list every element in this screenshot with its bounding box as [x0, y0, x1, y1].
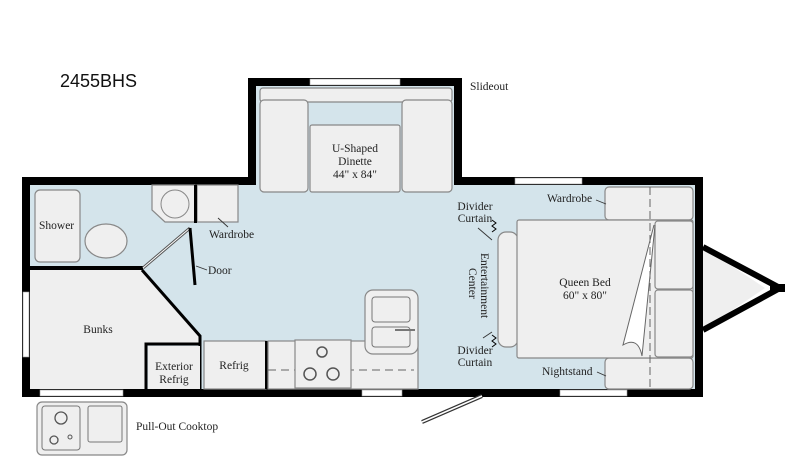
- divider-curtain-label: Curtain: [458, 357, 493, 369]
- dinette-size: 44" x 84": [333, 169, 377, 181]
- refrig-label: Refrig: [219, 360, 249, 372]
- bathroom: [30, 184, 239, 286]
- entertainment-center-label: Center: [466, 268, 478, 299]
- bunks: [30, 269, 202, 389]
- door-label: Door: [208, 265, 232, 277]
- windows: [22, 78, 628, 397]
- pull-out-cooktop: [36, 401, 128, 456]
- model-name: 2455BHS: [60, 71, 137, 91]
- nightstand-label: Nightstand: [542, 366, 593, 378]
- dinette-label: U-Shaped: [332, 143, 378, 155]
- exterior-refrig-label: Exterior: [155, 361, 193, 373]
- divider-curtain-label: Curtain: [458, 213, 493, 225]
- kitchen: [203, 289, 419, 390]
- dinette: [259, 87, 453, 193]
- bunks-label: Bunks: [83, 324, 113, 336]
- queen-bed-size: 60" x 80": [563, 290, 607, 302]
- dinette-label: Dinette: [338, 156, 372, 168]
- divider-curtain-label: Divider: [457, 345, 492, 357]
- entry-door: [421, 394, 483, 424]
- entertainment-center-label: Entertainment: [478, 253, 490, 319]
- slideout-label: Slideout: [470, 81, 509, 93]
- wardrobe-rear-label: Wardrobe: [547, 193, 592, 205]
- pull-out-cooktop-label: Pull-Out Cooktop: [136, 421, 218, 433]
- divider-curtain-label: Divider: [457, 201, 492, 213]
- bedroom: [491, 186, 694, 390]
- wardrobe-front-label: Wardrobe: [209, 229, 254, 241]
- shower-label: Shower: [39, 220, 74, 232]
- hitch: [701, 244, 785, 333]
- queen-bed-label: Queen Bed: [559, 277, 611, 289]
- exterior-refrig-label: Refrig: [159, 374, 189, 386]
